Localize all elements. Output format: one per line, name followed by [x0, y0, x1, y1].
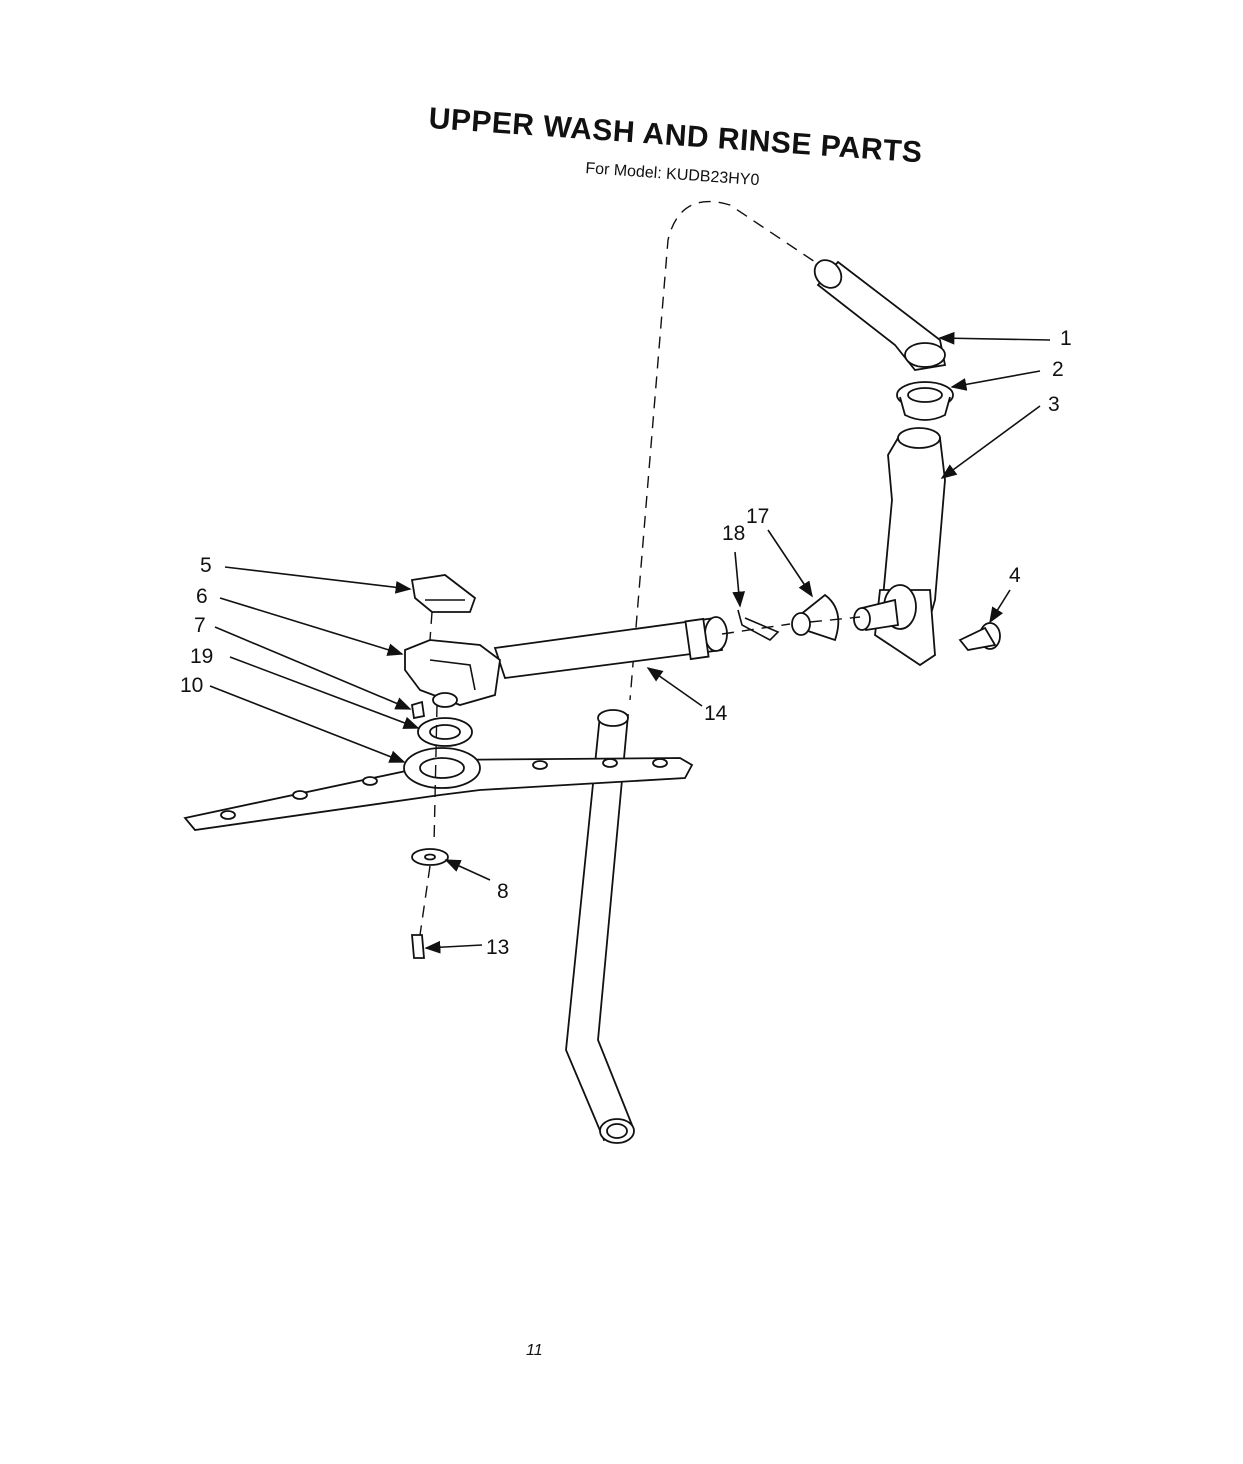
leader-8: [444, 859, 491, 881]
alignment-line-feed: [721, 616, 861, 635]
leader-3: [940, 405, 1041, 479]
part-5-cap: [410, 574, 477, 613]
leader-5: [224, 566, 412, 594]
leader-7: [214, 626, 412, 710]
callout-8: 8: [497, 880, 509, 903]
leader-6: [219, 597, 404, 656]
callout-10: 10: [180, 674, 203, 697]
leader-13: [424, 940, 483, 954]
leader-4: [989, 589, 1011, 624]
callout-5: 5: [200, 554, 212, 577]
part-14-feed-tube: [493, 616, 728, 679]
leader-14: [646, 667, 703, 707]
leader-17: [767, 529, 813, 598]
leader-1: [938, 331, 1051, 345]
connector-sleeve: [853, 598, 899, 632]
callout-13: 13: [486, 936, 509, 959]
leader-18: [732, 551, 746, 608]
callout-4: 4: [1009, 564, 1021, 587]
leader-10: [209, 685, 406, 763]
part-3-manifold: [874, 427, 946, 667]
leader-2: [950, 370, 1041, 391]
part-4-fitting: [958, 622, 1001, 651]
callout-6: 6: [196, 585, 208, 608]
callout-3: 3: [1048, 393, 1060, 416]
part-6-hub: [404, 639, 501, 708]
part-17-seal: [791, 593, 840, 642]
part-13-screw: [411, 934, 425, 959]
alignment-line-hub: [419, 611, 438, 936]
callout-1: 1: [1060, 327, 1072, 350]
part-10-spray-arm: [183, 747, 694, 831]
leader-19: [229, 656, 420, 729]
part-2-gasket: [896, 381, 954, 421]
part-19-bearing: [417, 717, 473, 747]
page-number: 11: [526, 1342, 543, 1359]
callout-19: 19: [190, 645, 213, 668]
callout-17: 17: [746, 505, 769, 528]
riser-tube: [565, 709, 635, 1144]
callout-7: 7: [194, 614, 206, 637]
part-18-clip: [737, 609, 780, 641]
callout-2: 2: [1052, 358, 1064, 381]
part-7-screw: [410, 700, 426, 720]
part-1-elbow: [813, 259, 947, 371]
supply-path-dashed: [629, 200, 831, 701]
callout-14: 14: [704, 702, 728, 725]
part-8-washer: [411, 848, 449, 866]
callout-18: 18: [722, 522, 745, 545]
